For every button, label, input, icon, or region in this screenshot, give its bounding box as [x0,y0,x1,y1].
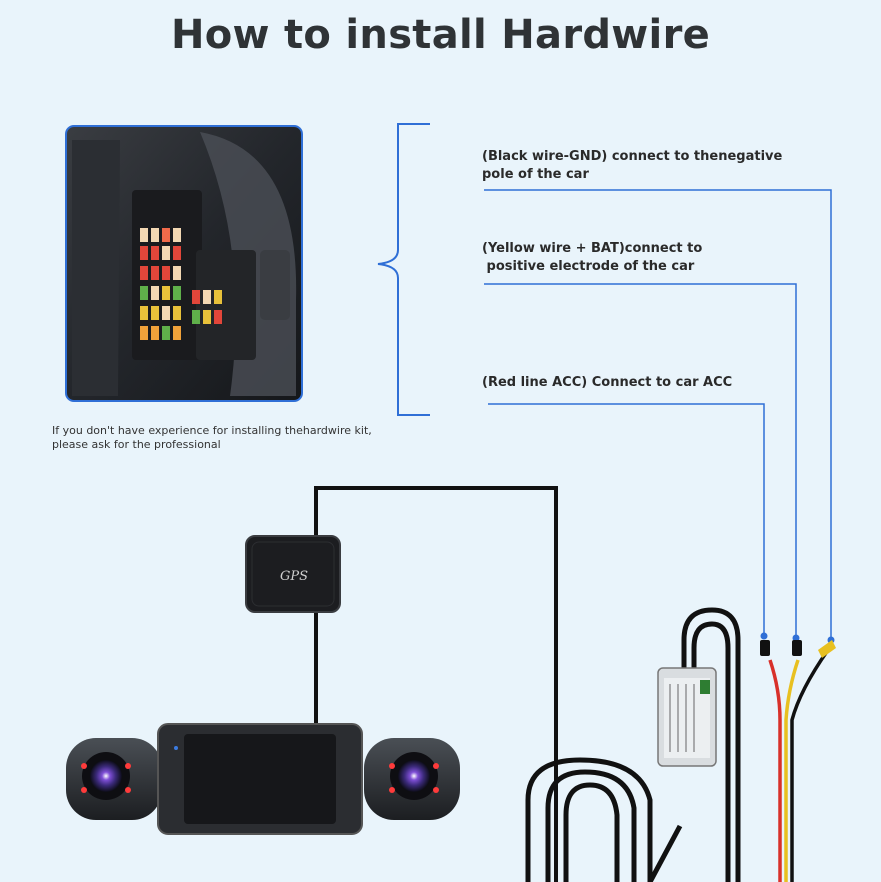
power-module [657,667,717,767]
leader-lines [484,189,832,640]
note-line-2: please ask for the professional [52,438,221,451]
output-wires [768,648,830,882]
page-title: How to install Hardwire [170,12,711,58]
red-wire-line-1: (Red line ACC) Connect to car ACC [482,375,733,390]
curly-brace [377,123,430,416]
dash-camera [66,723,460,835]
black-wire-line-1: (Black wire-GND) connect to thenegative [482,149,783,164]
gps-label: GPS [280,569,308,584]
black-wire-line-2: pole of the car [482,167,589,182]
wire-connectors [760,640,836,658]
yellow-wire-point [792,634,800,642]
black-wire-label: (Black wire-GND) connect to thenegative … [482,148,782,184]
note-line-1: If you don't have experience for install… [52,424,372,437]
yellow-wire-line-1: (Yellow wire + BAT)connect to [482,241,703,256]
installation-note: If you don't have experience for install… [52,424,372,452]
fuse-box-photo [65,125,303,402]
red-wire-point [760,632,768,640]
yellow-wire-line-2: positive electrode of the car [482,259,695,274]
gps-module [245,535,341,613]
cable-coil [525,607,741,882]
yellow-wire-label: (Yellow wire + BAT)connect to positive e… [482,240,702,276]
red-wire-label: (Red line ACC) Connect to car ACC [482,374,732,392]
